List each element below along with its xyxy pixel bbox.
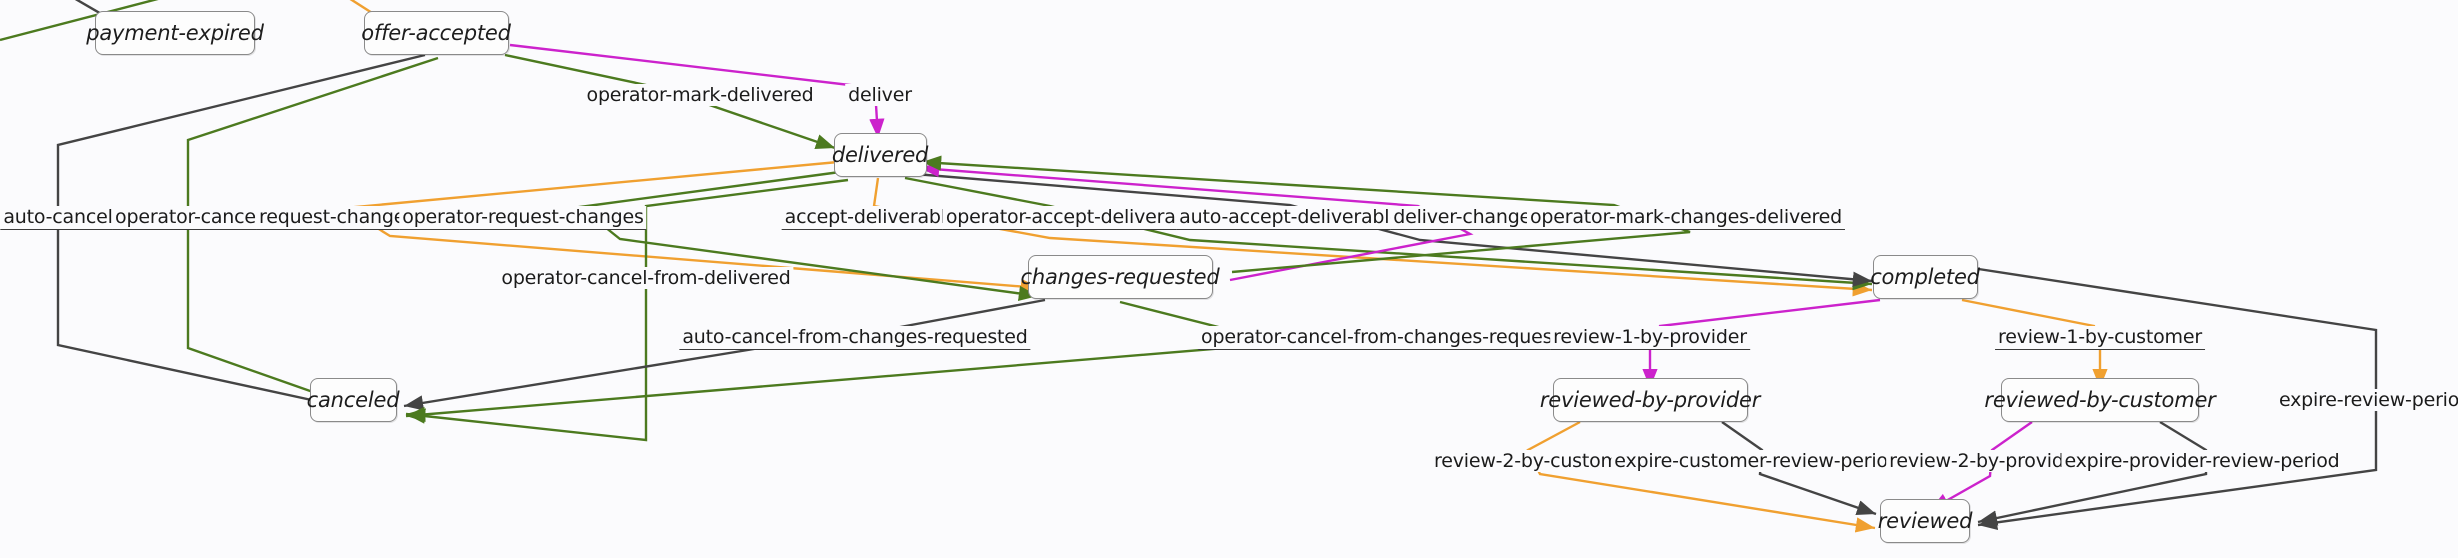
state-node-label: reviewed: [1877, 509, 1973, 533]
state-node-offer-accepted[interactable]: offer-accepted: [361, 11, 511, 55]
edge-label-operator-cancel[interactable]: operator-cancel: [112, 206, 264, 230]
edge-label-operator-accept-deliverable[interactable]: operator-accept-deliverable: [942, 206, 1208, 230]
state-node-label: reviewed-by-customer: [1984, 388, 2216, 412]
edge-label-request-changes[interactable]: request-changes: [256, 206, 418, 230]
edge-reviewed-by-provider-to-reviewed-review2: [1526, 420, 1876, 533]
state-node-label: completed: [1870, 265, 1980, 289]
state-node-label: reviewed-by-provider: [1539, 388, 1761, 412]
state-node-reviewed-by-customer[interactable]: reviewed-by-customer: [1984, 378, 2216, 422]
edge-changes-requested-to-canceled-operator: [405, 300, 1232, 423]
edge-label-operator-request-changes[interactable]: operator-request-changes: [399, 206, 647, 230]
state-node-completed[interactable]: completed: [1870, 255, 1980, 299]
state-node-label: delivered: [831, 143, 929, 167]
edge-label-operator-cancel-from-changes-requested[interactable]: operator-cancel-from-changes-requested: [1198, 326, 1586, 350]
edge-label-auto-cancel-from-changes-requested[interactable]: auto-cancel-from-changes-requested: [679, 326, 1031, 350]
state-node-label: canceled: [306, 388, 400, 412]
edge-label-auto-accept-deliverable[interactable]: auto-accept-deliverable: [1176, 206, 1404, 230]
edge-label-review-2-by-provider[interactable]: review-2-by-provider: [1886, 450, 2086, 472]
state-node-label: payment-expired: [86, 21, 264, 45]
edge-label-expire-review-period[interactable]: expire-review-period: [2275, 389, 2458, 411]
state-node-canceled[interactable]: canceled: [306, 378, 400, 422]
edge-label-auto-cancel[interactable]: auto-cancel: [0, 206, 116, 230]
state-node-reviewed-by-provider[interactable]: reviewed-by-provider: [1540, 378, 1760, 422]
edge-label-accept-deliverable[interactable]: accept-deliverable: [781, 206, 961, 230]
state-node-label: offer-accepted: [361, 21, 511, 45]
state-node-label: changes-requested: [1020, 265, 1220, 289]
edge-label-operator-mark-delivered[interactable]: operator-mark-delivered: [583, 84, 817, 106]
state-node-delivered[interactable]: delivered: [831, 133, 929, 177]
edge-label-operator-cancel-from-delivered[interactable]: operator-cancel-from-delivered: [498, 267, 794, 289]
edge-label-operator-mark-changes-delivered[interactable]: operator-mark-changes-delivered: [1526, 206, 1846, 230]
state-node-reviewed[interactable]: reviewed: [1877, 499, 1973, 543]
edge-label-review-1-by-customer[interactable]: review-1-by-customer: [1995, 326, 2205, 350]
edge-label-review-1-by-provider[interactable]: review-1-by-provider: [1550, 326, 1750, 350]
edge-label-deliver[interactable]: deliver: [845, 84, 915, 106]
edge-label-deliver-changes[interactable]: deliver-changes: [1390, 206, 1544, 230]
edge-label-expire-provider-review-period[interactable]: expire-provider-review-period: [2061, 450, 2343, 472]
edge-label-review-2-by-customer[interactable]: review-2-by-customer: [1431, 450, 1641, 472]
edge-delivered-to-canceled: [405, 178, 849, 442]
edge-label-expire-customer-review-period[interactable]: expire-customer-review-period: [1611, 450, 1903, 472]
state-node-changes-requested[interactable]: changes-requested: [1021, 255, 1220, 299]
state-node-payment-expired[interactable]: payment-expired: [86, 11, 264, 55]
